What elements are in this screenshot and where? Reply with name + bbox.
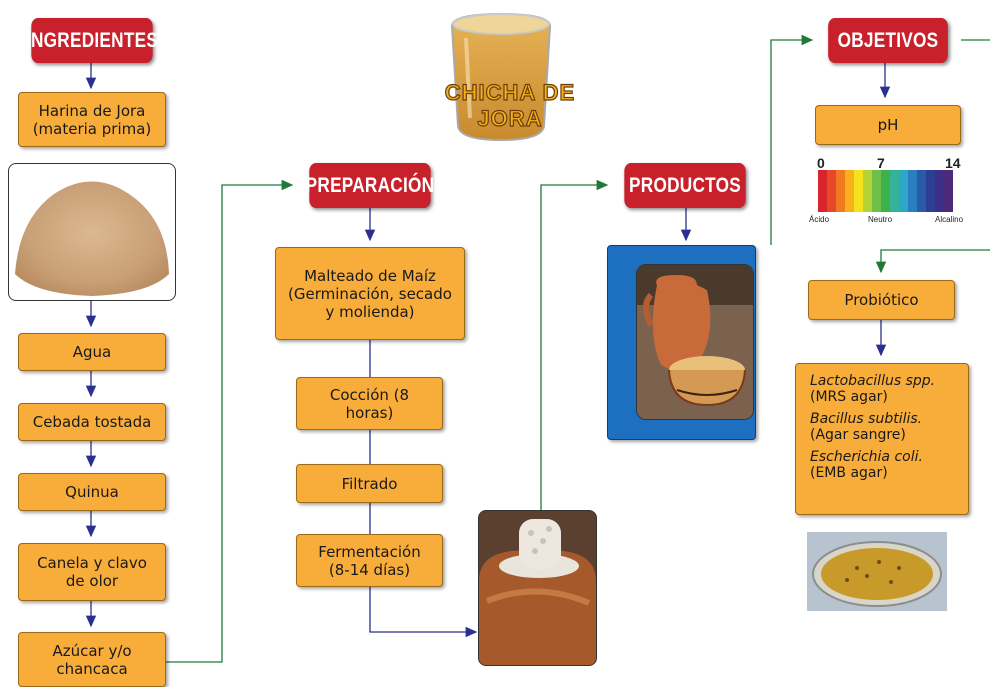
agua-box: Agua [18,333,166,371]
productos-photo [636,264,754,420]
probiotico-box: Probiótico [808,280,955,320]
ph-color-swatch [827,170,836,212]
ph-color-swatch [845,170,854,212]
agua-label: Agua [73,343,111,361]
fermentation-pot-photo [478,510,597,666]
filtrado-box: Filtrado [296,464,443,503]
ph-color-swatch [872,170,881,212]
bacteria-name: Bacillus subtilis. [810,411,954,427]
cebada-box: Cebada tostada [18,403,166,441]
harina-label: Harina de Jora (materia prima) [27,102,157,138]
bacteria-item: Lactobacillus spp. (MRS agar) [810,373,954,405]
ph-scale-bar [818,170,953,212]
ph-scale-neutral: Neutro [868,215,892,224]
ph-color-swatch [926,170,935,212]
ph-color-swatch [836,170,845,212]
bacteria-item: Bacillus subtilis. (Agar sangre) [810,411,954,443]
bacteria-name: Lactobacillus spp. [810,373,954,389]
ingredientes-header: INGREDIENTES [31,18,152,63]
productos-header: PRODUCTOS [624,163,745,208]
coccion-box: Cocción (8 horas) [296,377,443,430]
bacteria-name: Escherichia coli. [810,449,954,465]
ph-color-swatch [935,170,944,212]
ph-scale-mid: 7 [877,155,885,171]
ph-color-swatch [854,170,863,212]
fermentacion-label: Fermentación (8-14 días) [310,543,430,579]
ph-scale-max: 14 [945,155,961,171]
coccion-label: Cocción (8 horas) [330,386,410,422]
quinua-box: Quinua [18,473,166,511]
azucar-box: Azúcar y/o chancaca [18,632,166,687]
bacteria-list: Lactobacillus spp. (MRS agar) Bacillus s… [795,363,969,515]
canela-box: Canela y clavo de olor [18,543,166,601]
probiotico-label: Probiótico [844,291,918,309]
ph-label: pH [878,116,899,134]
canela-label: Canela y clavo de olor [37,554,147,590]
bacteria-medium: (EMB agar) [810,465,954,481]
azucar-label: Azúcar y/o chancaca [42,642,142,678]
ph-color-swatch [908,170,917,212]
bacteria-item: Escherichia coli. (EMB agar) [810,449,954,481]
ph-color-swatch [881,170,890,212]
bacteria-medium: (MRS agar) [810,389,954,405]
objetivos-header: OBJETIVOS [828,18,948,63]
ph-color-swatch [863,170,872,212]
malteado-label: Malteado de Maíz (Germinación, secado y … [283,267,458,321]
malteado-box: Malteado de Maíz (Germinación, secado y … [275,247,465,340]
ph-scale-min: 0 [817,155,825,171]
ph-color-swatch [899,170,908,212]
quinua-label: Quinua [65,483,119,501]
harina-photo [8,163,176,301]
petri-dish-photo [807,532,947,611]
filtrado-label: Filtrado [342,475,398,493]
ph-box: pH [815,105,961,145]
ph-color-swatch [917,170,926,212]
bacteria-medium: (Agar sangre) [810,427,954,443]
ph-scale-acid: Ácido [809,215,829,224]
ph-color-swatch [818,170,827,212]
ph-color-swatch [944,170,953,212]
preparacion-header: PREPARACIÓN [309,163,430,208]
cebada-label: Cebada tostada [33,413,152,431]
fermentacion-box: Fermentación (8-14 días) [296,534,443,587]
ph-scale-alkaline: Alcalino [935,215,963,224]
harina-box: Harina de Jora (materia prima) [18,92,166,147]
page-title: CHICHA DE JORA [410,80,610,132]
ph-color-swatch [890,170,899,212]
